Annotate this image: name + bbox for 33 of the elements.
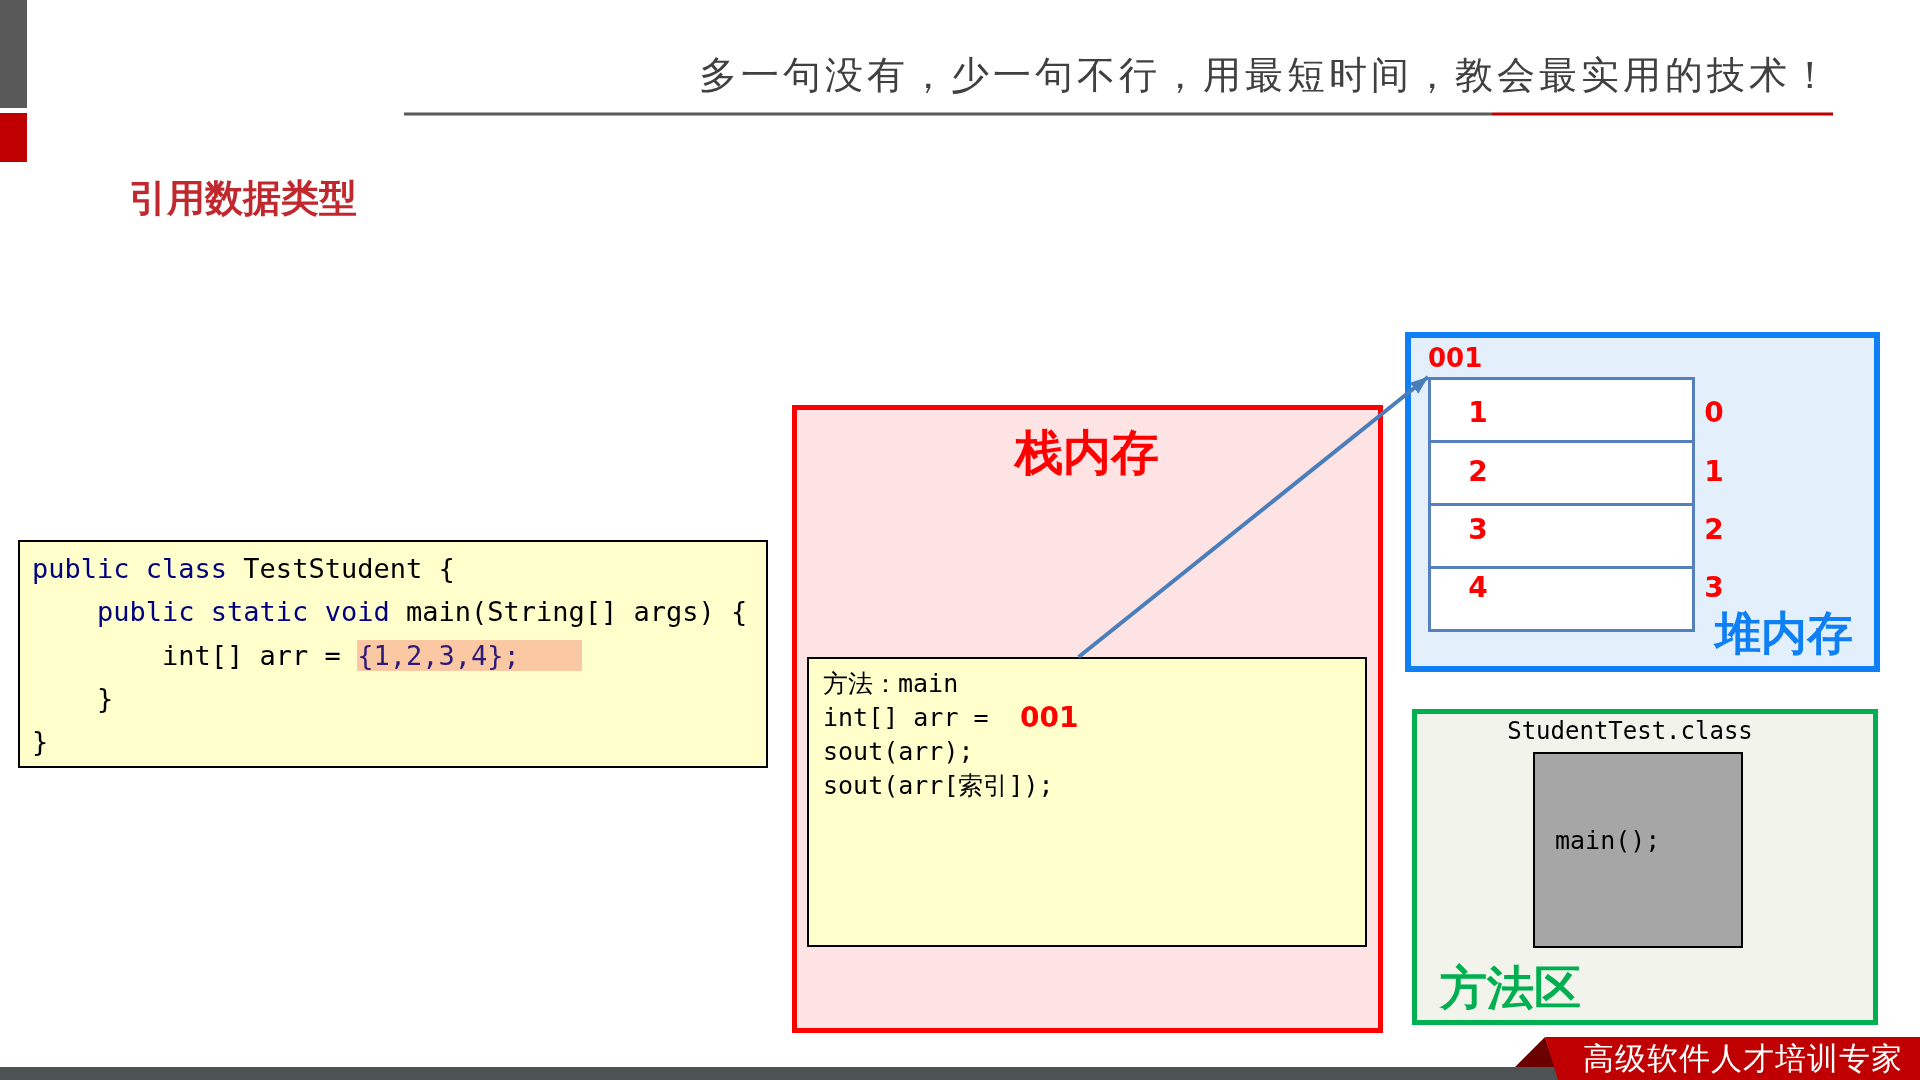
panel-title: 堆内存	[1715, 605, 1853, 661]
index-number: 0	[1704, 396, 1724, 430]
element-value: 3	[1468, 513, 1488, 547]
code-line: public static void main(String[] args) {	[97, 596, 748, 629]
address-value: 001	[1428, 342, 1483, 374]
code-line: sout(arr);	[823, 737, 974, 767]
memory-panel	[792, 405, 1383, 1033]
code-box	[18, 540, 768, 768]
memory-panel	[1405, 332, 1880, 672]
slide-title: 引用数据类型	[129, 175, 357, 221]
index-number: 3	[1704, 571, 1724, 605]
panel-title: 栈内存	[1015, 423, 1159, 481]
element-value: 2	[1468, 455, 1488, 489]
code-line: int[] arr =	[823, 703, 989, 733]
code-line: 方法：main	[823, 669, 959, 699]
class-name: StudentTest.class	[1507, 716, 1753, 746]
code-line: }	[32, 726, 49, 759]
code-line: public class TestStudent {	[32, 553, 455, 585]
memory-panel	[1412, 709, 1878, 1025]
index-number: 2	[1704, 513, 1724, 547]
code-line: main();	[1555, 826, 1661, 856]
arrow	[1077, 375, 1430, 659]
code-line: sout(arr[索引]);	[823, 771, 1054, 801]
index-number: 1	[1704, 455, 1724, 489]
element-value: 1	[1468, 396, 1488, 430]
stack-frame-box	[807, 657, 1367, 947]
panel-title: 方法区	[1440, 960, 1581, 1016]
element-value: 4	[1468, 571, 1488, 605]
code-line: }	[97, 682, 114, 715]
footer-banner: 高级软件人才培训专家	[1545, 1037, 1920, 1080]
address-value: 001	[1020, 701, 1079, 735]
slogan-text: 多一句没有，少一句不行，用最短时间，教会最实用的技术！	[699, 52, 1833, 98]
code-line: int[] arr = {1,2,3,4};	[162, 639, 582, 672]
